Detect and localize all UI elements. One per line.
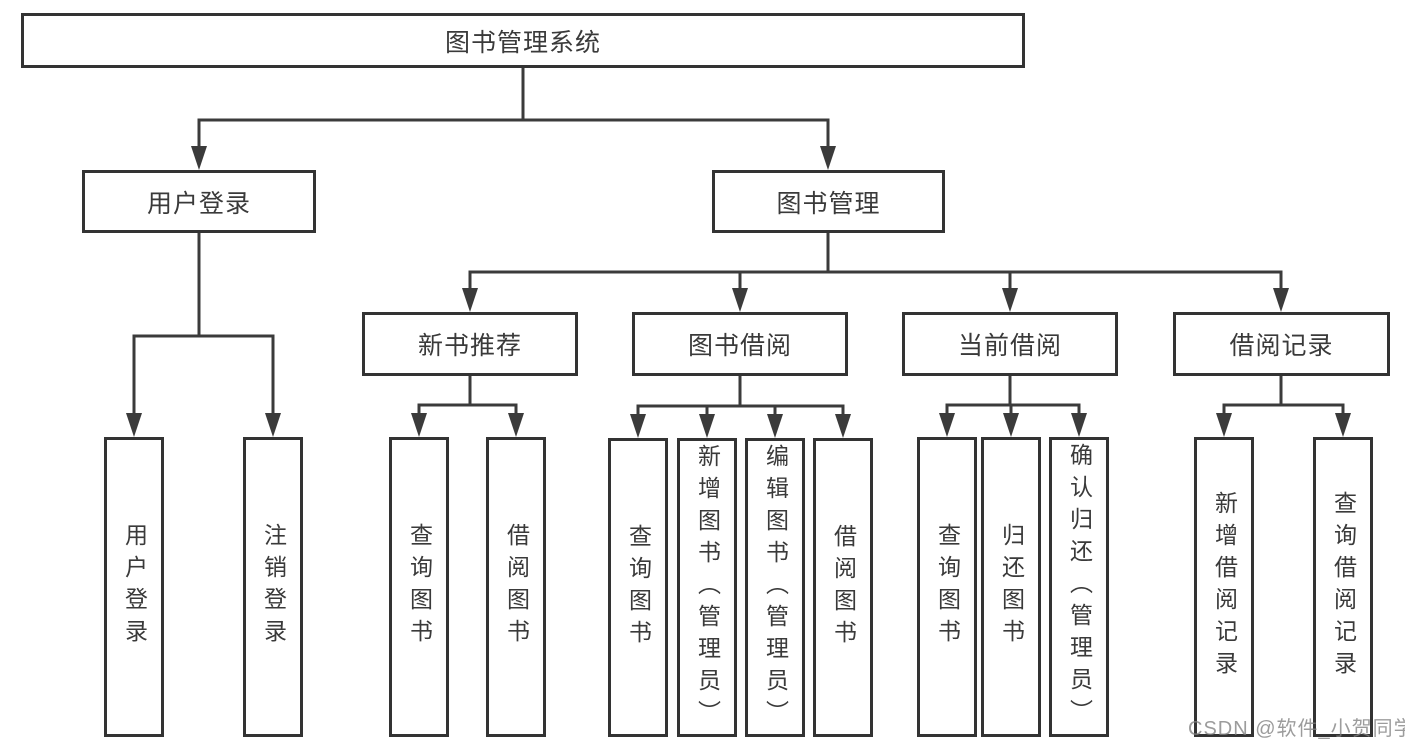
node-label: 新书推荐 [417, 332, 522, 360]
leaf-label: 借阅图书 [830, 523, 857, 652]
leaf-logout: 注销登录 [243, 437, 303, 737]
leaf-label: 查询借阅记录 [1330, 491, 1357, 683]
node-label: 借阅记录 [1229, 332, 1334, 360]
node-label: 图书管理 [776, 189, 881, 218]
leaf-label: 借阅图书 [503, 523, 530, 651]
leaf-label: 归还图书 [998, 523, 1025, 651]
leaf-query-books-borrowing: 查询图书 [608, 438, 668, 737]
arrowhead-icons [126, 146, 1351, 438]
leaf-label: 编辑图书（管理员） [762, 443, 789, 732]
node-user-login: 用户登录 [82, 170, 316, 233]
node-book-management: 图书管理 [712, 170, 945, 233]
leaf-label: 查询图书 [625, 523, 652, 652]
leaf-edit-books-admin: 编辑图书（管理员） [745, 438, 805, 737]
leaf-label: 新增图书（管理员） [694, 443, 721, 732]
csdn-watermark: CSDN @软件_小贺同学 [1188, 718, 1405, 740]
node-borrowing-records: 借阅记录 [1173, 312, 1390, 376]
leaf-label: 用户登录 [121, 523, 148, 651]
leaf-borrow-books-recommend: 借阅图书 [486, 437, 546, 737]
node-label: 图书借阅 [687, 332, 792, 360]
leaf-query-borrow-record: 查询借阅记录 [1313, 437, 1373, 737]
leaf-borrow-books: 借阅图书 [813, 438, 873, 737]
leaf-query-books-current: 查询图书 [917, 437, 977, 737]
leaf-label: 查询图书 [406, 523, 433, 651]
leaf-label: 新增借阅记录 [1211, 491, 1238, 683]
leaf-query-books-recommend: 查询图书 [389, 437, 449, 737]
node-label: 当前借阅 [957, 332, 1062, 360]
node-book-borrowing: 图书借阅 [632, 312, 848, 376]
leaf-label: 确认归还（管理员） [1066, 443, 1093, 731]
leaf-add-books-admin: 新增图书（管理员） [677, 438, 737, 737]
node-current-borrowing: 当前借阅 [902, 312, 1118, 376]
node-library-management-system: 图书管理系统 [21, 13, 1025, 68]
leaf-label: 注销登录 [260, 523, 287, 651]
node-new-book-recommend: 新书推荐 [362, 312, 578, 376]
leaf-confirm-return-admin: 确认归还（管理员） [1049, 437, 1109, 737]
node-label: 图书管理系统 [444, 28, 601, 57]
leaf-label: 查询图书 [934, 523, 961, 651]
leaf-user-login: 用户登录 [104, 437, 164, 737]
leaf-return-books: 归还图书 [981, 437, 1041, 737]
leaf-add-borrow-record: 新增借阅记录 [1194, 437, 1254, 737]
node-label: 用户登录 [146, 189, 251, 218]
